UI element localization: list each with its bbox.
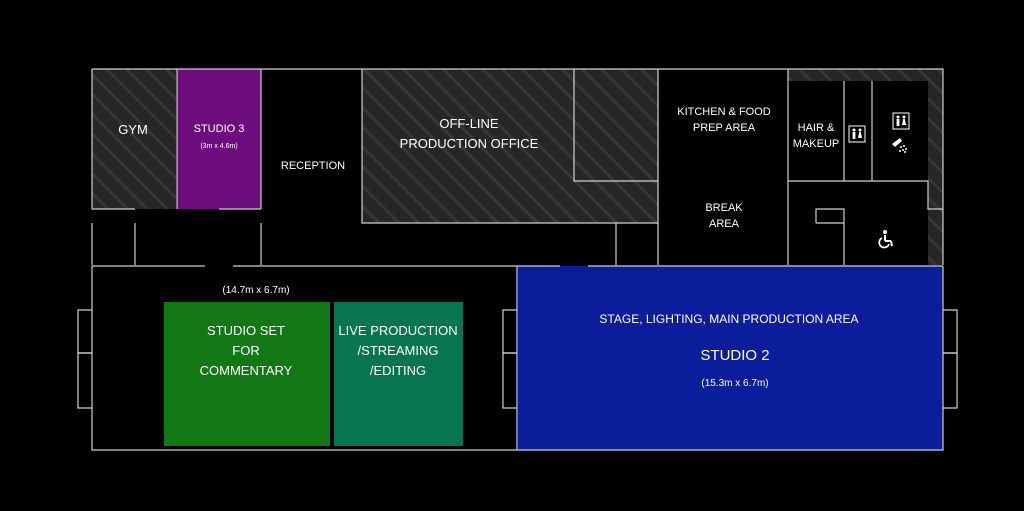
studio-set-label-1: STUDIO SET	[207, 323, 285, 338]
break-area-label-2: AREA	[709, 218, 740, 230]
offline-office-label-2: PRODUCTION OFFICE	[400, 136, 539, 151]
restroom-icon	[892, 112, 910, 130]
shower-icon	[892, 138, 907, 153]
reception-label: RECEPTION	[281, 160, 345, 172]
walls	[77, 68, 958, 451]
break-area-label-1: BREAK	[705, 202, 743, 214]
wheelchair-accessible-icon	[878, 230, 893, 249]
hair-makeup-label-1: HAIR &	[798, 122, 835, 134]
studio2-caption: STAGE, LIGHTING, MAIN PRODUCTION AREA	[599, 312, 858, 326]
restroom-icon	[848, 125, 866, 143]
live-production-label-2: /STREAMING	[358, 343, 439, 358]
studio-set-label-2: FOR	[232, 343, 259, 358]
studio3-label: STUDIO 3	[194, 123, 245, 135]
studio3-room	[177, 69, 261, 209]
live-production-label-1: LIVE PRODUCTION	[338, 323, 457, 338]
studio2-room	[518, 266, 943, 450]
offline-office-label-1: OFF-LINE	[439, 116, 499, 131]
studio-set-label-3: COMMENTARY	[200, 363, 293, 378]
hair-makeup-label-2: MAKEUP	[793, 138, 839, 150]
gym-room	[92, 69, 176, 209]
studio2-size: (15.3m x 6.7m)	[701, 378, 768, 389]
kitchen-label-2: PREP AREA	[693, 122, 756, 134]
studio1-size-label: (14.7m x 6.7m)	[222, 285, 289, 296]
studio-set-area	[164, 302, 330, 446]
east-corridor-wall	[928, 69, 943, 265]
north-east-strip	[788, 69, 928, 81]
studio2-name: STUDIO 2	[700, 347, 769, 364]
gym-label: GYM	[118, 122, 148, 137]
offline-office-room	[362, 69, 658, 223]
live-production-label-3: /EDITING	[370, 363, 426, 378]
studio3-size: (3m x 4.6m)	[200, 143, 237, 150]
live-production-area	[334, 302, 463, 446]
kitchen-label-1: KITCHEN & FOOD	[677, 106, 771, 118]
